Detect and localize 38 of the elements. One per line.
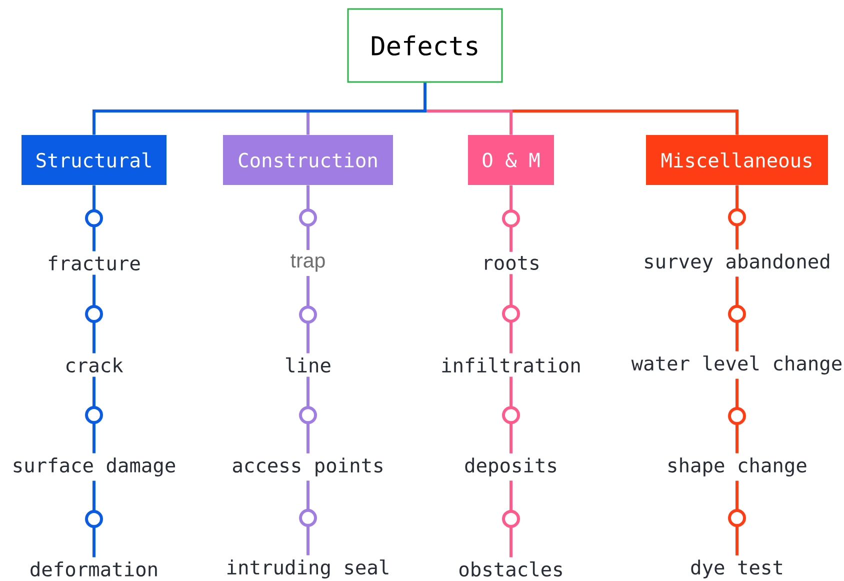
root-box: Defects <box>347 8 503 83</box>
item-label: intruding seal <box>228 559 388 579</box>
connector <box>85 480 103 558</box>
item-label: line <box>286 357 330 373</box>
item-label: shape change <box>668 458 806 476</box>
connector <box>728 378 746 454</box>
connector <box>299 376 317 454</box>
connector <box>85 274 103 354</box>
connector <box>299 276 317 354</box>
item-label: access points <box>232 458 382 476</box>
category-box: Construction <box>223 135 393 185</box>
item-label: deposits <box>465 458 556 476</box>
connector <box>299 480 317 556</box>
item-label: survey abandoned <box>645 254 830 272</box>
item-label: dye test <box>691 560 782 578</box>
item-label: crack <box>66 357 124 373</box>
category-box: Miscellaneous <box>646 135 828 185</box>
item-label: obstacles <box>459 561 562 577</box>
category-box: Structural <box>22 135 166 185</box>
category-box: O & M <box>468 135 554 185</box>
connector <box>502 274 520 354</box>
item-label: roots <box>485 256 538 270</box>
connector <box>299 185 317 250</box>
item-label: water level change <box>631 355 842 375</box>
connector <box>502 480 520 558</box>
connector <box>92 82 426 135</box>
connector <box>502 376 520 454</box>
item-label: trap <box>290 254 325 272</box>
item-label: deformation <box>30 561 157 577</box>
item-label: surface damage <box>14 458 176 476</box>
connector <box>728 276 746 352</box>
connector <box>85 185 103 252</box>
item-label: fracture <box>48 255 140 271</box>
connector <box>728 480 746 556</box>
connector <box>502 185 520 252</box>
connector <box>85 376 103 454</box>
connector <box>728 185 746 250</box>
item-label: infiltration <box>442 357 580 373</box>
